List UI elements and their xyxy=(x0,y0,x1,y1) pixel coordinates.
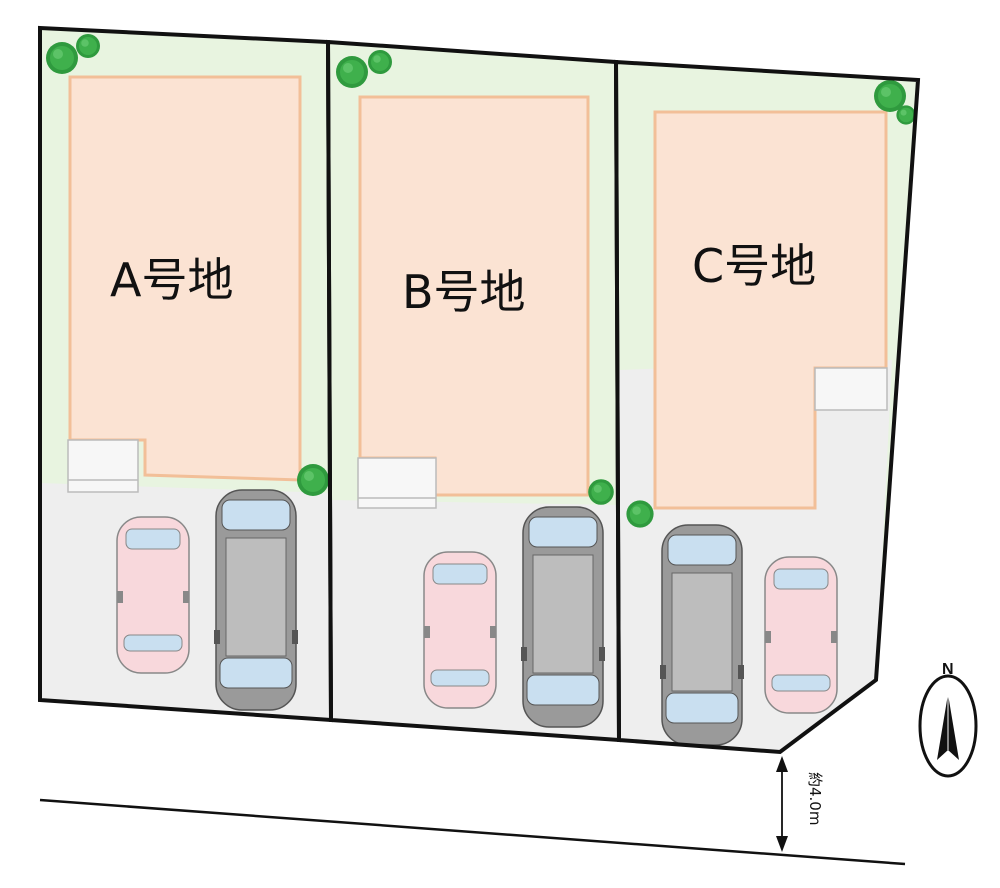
car-icon xyxy=(520,506,606,728)
road-edge-line xyxy=(39,798,906,866)
tree-icon xyxy=(46,42,78,74)
lot-b[interactable]: B号地 xyxy=(328,42,619,740)
car-icon xyxy=(116,516,190,674)
tree-icon xyxy=(297,464,329,496)
lot-c-label: C号地 xyxy=(692,239,816,293)
dimension-arrow-icon xyxy=(776,756,788,852)
lot-a-porch xyxy=(67,439,139,493)
lot-b-porch xyxy=(357,457,437,509)
tree-icon xyxy=(896,105,916,125)
car-icon xyxy=(764,556,838,714)
tree-icon xyxy=(76,34,100,58)
north-label: N xyxy=(942,661,954,678)
car-icon xyxy=(213,489,299,711)
tree-icon xyxy=(588,479,614,505)
car-icon xyxy=(659,524,745,746)
lot-a-label: A号地 xyxy=(110,253,233,307)
lot-a[interactable]: A号地 xyxy=(40,28,331,720)
road-width-label: 約4.0m xyxy=(806,772,824,825)
compass-icon xyxy=(918,674,978,778)
car-icon xyxy=(423,551,497,709)
lot-c-porch xyxy=(814,367,888,411)
tree-icon xyxy=(626,500,654,528)
tree-icon xyxy=(336,56,368,88)
lot-c[interactable]: C号地 xyxy=(616,62,918,752)
tree-icon xyxy=(368,50,392,74)
lot-boundaries xyxy=(38,25,921,755)
lot-b-label: B号地 xyxy=(402,265,526,319)
